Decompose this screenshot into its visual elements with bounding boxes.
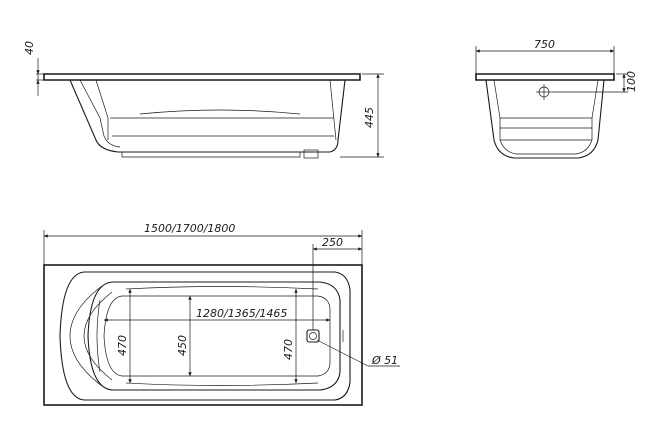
- inner-length-label: 1280/1365/1465: [196, 307, 287, 320]
- drain-offset-label: 250: [322, 236, 343, 249]
- width-label: 750: [534, 38, 555, 51]
- side-view: 40 445: [23, 41, 384, 159]
- total-height-label: 445: [363, 107, 376, 128]
- rim-height-label: 40: [23, 41, 36, 55]
- end-view: 750 100: [475, 38, 638, 159]
- top-view: 1500/1700/1800 250 1280/1365/1465 470 45…: [43, 222, 400, 406]
- width-left-label: 470: [116, 335, 129, 356]
- width-right-label: 470: [282, 339, 295, 360]
- width-center-label: 450: [176, 335, 189, 356]
- drain-height-label: 100: [625, 71, 638, 92]
- drain-diameter-label: Ø 51: [371, 354, 398, 367]
- overall-length-label: 1500/1700/1800: [144, 222, 235, 235]
